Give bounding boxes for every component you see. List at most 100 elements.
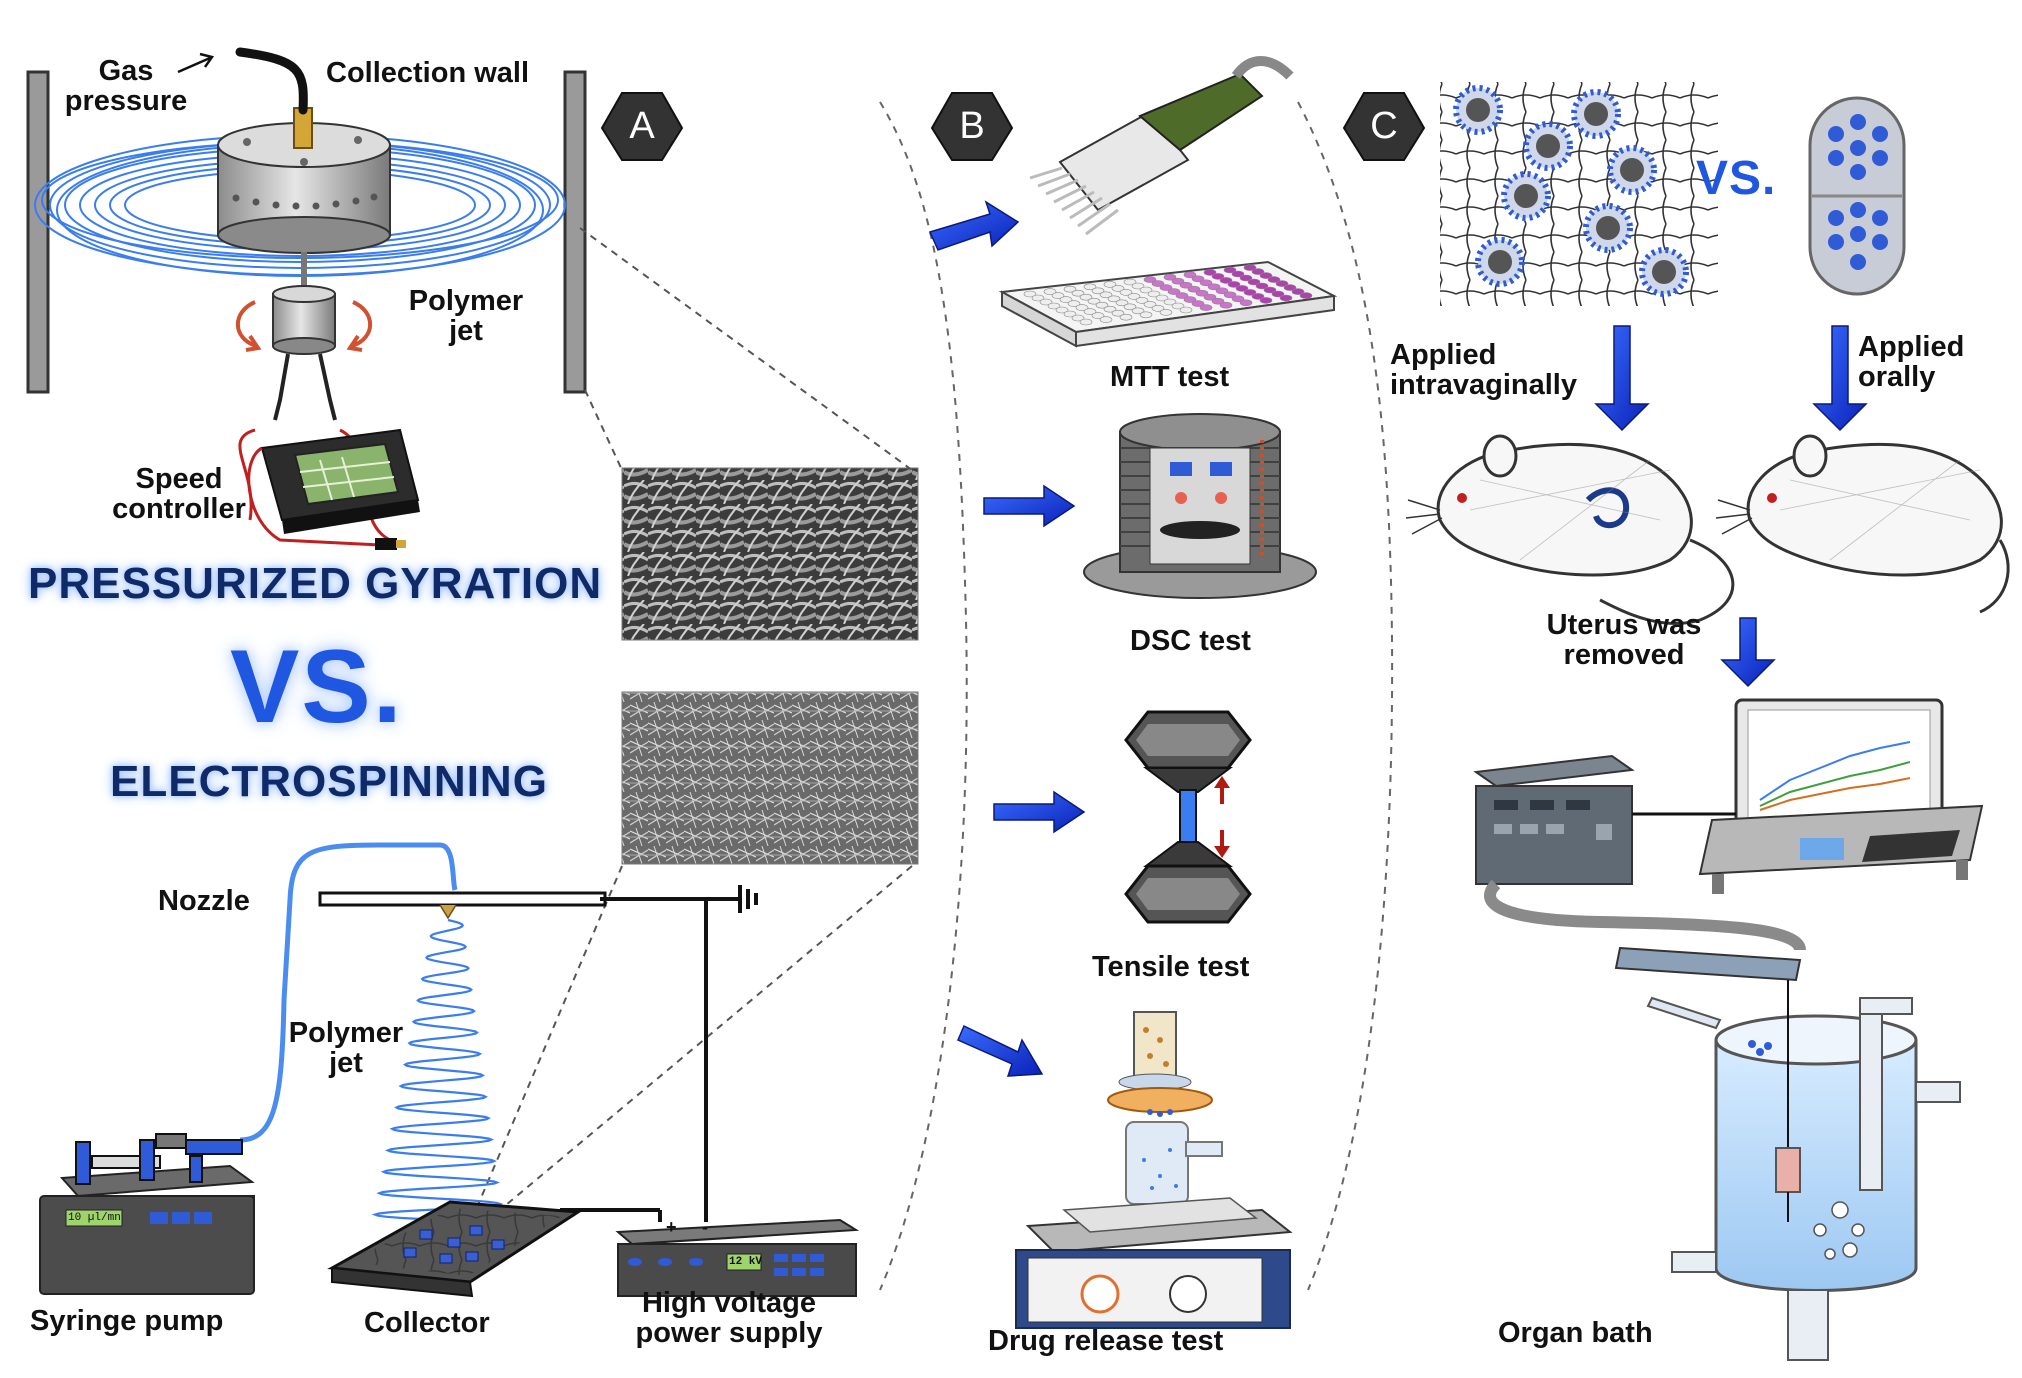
well bbox=[1043, 288, 1057, 295]
well bbox=[1151, 280, 1165, 287]
well bbox=[1223, 291, 1237, 299]
collection-wall-right bbox=[563, 70, 587, 394]
well bbox=[1091, 287, 1105, 295]
well bbox=[1107, 295, 1121, 303]
transducer-cable bbox=[1484, 879, 1806, 952]
well bbox=[1075, 304, 1089, 311]
label-speed-controller: Speed controller bbox=[112, 463, 246, 525]
well bbox=[1071, 289, 1085, 297]
well bbox=[1275, 280, 1289, 287]
well bbox=[1111, 285, 1125, 292]
nanoparticle-core bbox=[1596, 216, 1620, 240]
sem-image-gyration bbox=[621, 467, 919, 641]
zoom-lines bbox=[477, 227, 913, 1211]
label-polymer-jet-top: Polymer jet bbox=[408, 285, 524, 347]
well bbox=[1155, 294, 1169, 302]
label-mtt-test: MTT test bbox=[1110, 361, 1230, 393]
badge-c-shape bbox=[1342, 92, 1426, 161]
well bbox=[1291, 288, 1305, 295]
well bbox=[1115, 299, 1129, 307]
well bbox=[1103, 305, 1117, 313]
computer bbox=[1632, 698, 1984, 894]
label-electrospinning: ELECTROSPINNING bbox=[110, 757, 548, 806]
well bbox=[1079, 293, 1093, 301]
organ-bath bbox=[1646, 980, 1961, 1361]
well bbox=[1251, 293, 1265, 300]
electrospinning-setup bbox=[39, 842, 860, 1298]
well bbox=[1047, 302, 1061, 310]
well bbox=[1299, 292, 1313, 299]
well bbox=[1243, 264, 1257, 271]
well bbox=[1283, 284, 1297, 291]
well bbox=[1211, 273, 1225, 280]
well bbox=[1279, 294, 1293, 302]
well bbox=[1119, 289, 1133, 296]
label-nozzle: Nozzle bbox=[158, 885, 250, 917]
nanoparticle-core bbox=[1514, 184, 1538, 208]
c-arrows bbox=[1594, 325, 1868, 688]
rat-intravaginal bbox=[1405, 434, 1735, 625]
well bbox=[1203, 269, 1217, 276]
plus-terminal: + bbox=[666, 1217, 677, 1237]
well bbox=[1243, 289, 1257, 296]
label-drug-release-test: Drug release test bbox=[988, 1325, 1224, 1357]
well bbox=[1171, 277, 1185, 285]
well bbox=[1175, 292, 1189, 299]
power-display: 12 kV bbox=[729, 1256, 763, 1268]
well bbox=[1251, 268, 1265, 275]
label-organ-bath: Organ bath bbox=[1498, 1317, 1653, 1349]
nanoparticle-core bbox=[1466, 98, 1490, 122]
well bbox=[1051, 292, 1065, 299]
well bbox=[1263, 286, 1277, 294]
well bbox=[1067, 300, 1081, 307]
well bbox=[1259, 272, 1273, 279]
well bbox=[1195, 289, 1209, 297]
well bbox=[1099, 316, 1113, 323]
well bbox=[1143, 276, 1157, 283]
well bbox=[1131, 307, 1145, 315]
gyration-vessel bbox=[177, 47, 391, 254]
badge-b-shape bbox=[930, 92, 1014, 161]
well bbox=[1231, 295, 1245, 303]
well bbox=[1211, 297, 1225, 305]
well bbox=[1219, 277, 1233, 284]
well bbox=[1055, 306, 1069, 314]
label-pressurized-gyration: PRESSURIZED GYRATION bbox=[28, 559, 603, 608]
label-uterus-removed: Uterus was removed bbox=[1546, 609, 1702, 671]
well bbox=[1187, 285, 1201, 293]
transducer-arm bbox=[1614, 946, 1802, 982]
well bbox=[1147, 290, 1161, 298]
well bbox=[1091, 312, 1105, 319]
well bbox=[1219, 301, 1233, 309]
rat-oral bbox=[1715, 434, 2010, 614]
well bbox=[1259, 297, 1273, 304]
well bbox=[1123, 278, 1137, 286]
label-power-supply: High voltage power supply bbox=[635, 1287, 823, 1349]
tablet bbox=[1808, 96, 1906, 296]
label-dsc-test: DSC test bbox=[1130, 625, 1251, 657]
well bbox=[1239, 299, 1253, 307]
well bbox=[1207, 283, 1221, 291]
well bbox=[1247, 278, 1261, 286]
drug-release-apparatus bbox=[1015, 1011, 1293, 1329]
pump-display: 10 µl/mn bbox=[68, 1212, 121, 1224]
label-tensile-test: Tensile test bbox=[1092, 951, 1250, 983]
well bbox=[1255, 282, 1269, 290]
well bbox=[1119, 313, 1133, 321]
label-collector: Collector bbox=[364, 1307, 490, 1339]
minus-terminal: - bbox=[702, 1217, 708, 1237]
panel-a bbox=[26, 47, 919, 1298]
well bbox=[1183, 271, 1197, 279]
panel-b bbox=[928, 56, 1338, 1329]
well bbox=[1031, 294, 1045, 302]
data-acquisition-unit bbox=[1473, 754, 1635, 885]
well bbox=[1163, 273, 1177, 281]
well bbox=[1235, 285, 1249, 292]
motor bbox=[236, 252, 372, 421]
tensile-grips bbox=[1124, 710, 1252, 924]
well bbox=[1171, 302, 1185, 310]
well bbox=[1271, 290, 1285, 298]
well bbox=[1023, 290, 1037, 298]
separator-bc bbox=[1297, 101, 1394, 1291]
label-applied-orally: Applied orally bbox=[1858, 331, 1965, 393]
